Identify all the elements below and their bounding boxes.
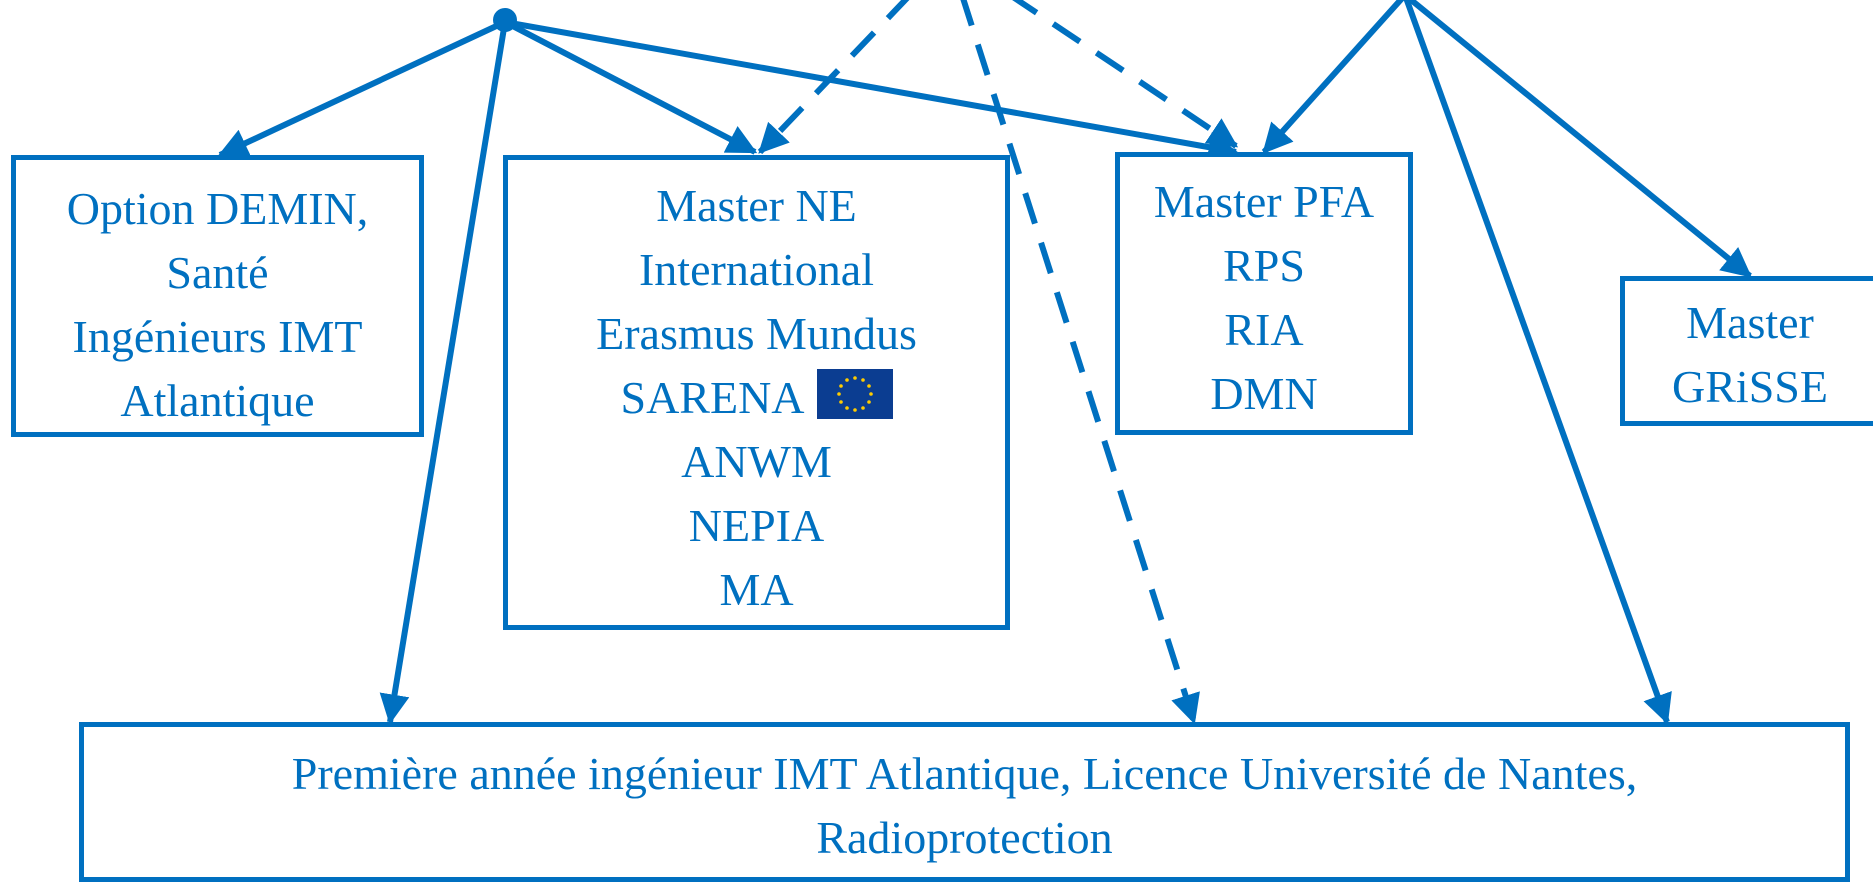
box-text-line: International xyxy=(638,244,874,295)
dashed-arrow-to-premiere-annee xyxy=(960,0,1200,725)
box-text-line: GRiSSE xyxy=(1672,361,1828,412)
sarena-label: SARENA xyxy=(620,372,805,423)
box-text-line: Master PFA xyxy=(1153,176,1375,227)
box-text-line-sarena: SARENA xyxy=(508,366,1005,430)
arrow-right-to-premiere-annee xyxy=(1403,0,1672,725)
box-text-line: Radioprotection xyxy=(816,812,1113,863)
dashed-arrow-to-master-ne xyxy=(757,0,910,155)
arrow-right-to-master-pfa xyxy=(1261,0,1405,155)
box-text-line: NEPIA xyxy=(688,500,825,551)
arrow-right-to-master-grisse xyxy=(1406,0,1752,279)
arrow-to-master-pfa xyxy=(504,19,1239,162)
box-text-line: Master NE xyxy=(656,180,857,231)
box-text-line: Atlantique xyxy=(120,375,315,426)
box-text-line: Master xyxy=(1686,297,1814,348)
box-text-line: RIA xyxy=(1224,304,1304,355)
eu-flag-icon xyxy=(816,369,893,419)
box-text-line: Option DEMIN, xyxy=(66,183,369,234)
box-text-line: MA xyxy=(719,564,794,615)
box-text-line: Santé xyxy=(166,247,269,298)
arrow-to-master-ne xyxy=(503,19,758,155)
box-text-line: Erasmus Mundus xyxy=(596,308,917,359)
arrow-to-premiere-annee-left xyxy=(379,21,508,725)
box-master-ne: Master NE International Erasmus Mundus S… xyxy=(503,155,1010,630)
box-option-demin: Option DEMIN, Santé Ingénieurs IMT Atlan… xyxy=(11,155,424,437)
box-master-grisse: Master GRiSSE xyxy=(1620,276,1873,426)
box-master-pfa: Master PFA RPS RIA DMN xyxy=(1115,152,1413,435)
box-premiere-annee: Première année ingénieur IMT Atlantique,… xyxy=(79,722,1850,882)
arrow-to-demin xyxy=(217,19,507,158)
box-text-line: Ingénieurs IMT xyxy=(72,311,363,362)
box-text-line: Première année ingénieur IMT Atlantique,… xyxy=(291,748,1638,799)
dashed-arrow-to-master-pfa xyxy=(1012,0,1239,149)
box-text-line: ANWM xyxy=(681,436,832,487)
box-text-line: DMN xyxy=(1210,368,1318,419)
box-text-line: RPS xyxy=(1223,240,1305,291)
